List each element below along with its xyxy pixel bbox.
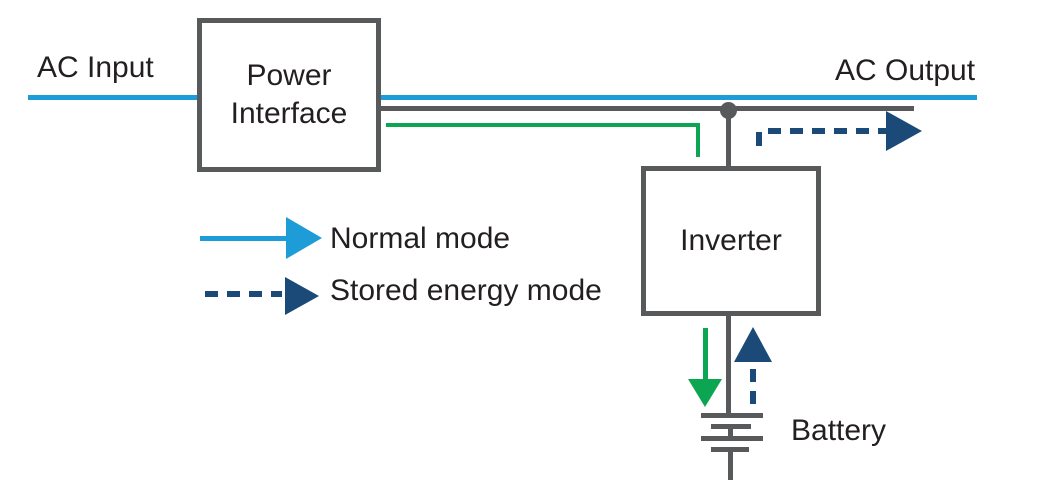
stored-path-arrowhead: [886, 111, 922, 151]
legend-stored-arrowhead: [285, 277, 319, 315]
junction-dot: [720, 102, 737, 119]
legend-normal-arrowhead: [286, 217, 322, 259]
battery-label: Battery: [791, 414, 887, 447]
battery-cell-connector: [728, 426, 733, 438]
battery-wire: [726, 314, 731, 416]
inverter-box: Inverter: [641, 166, 821, 316]
ac-line: [28, 95, 977, 100]
inverter-label: Inverter: [680, 224, 782, 257]
power-interface-box: Power Interface: [197, 18, 381, 172]
discharge-arrow-dashed-shaft: [750, 369, 756, 410]
charger-line-vertical: [696, 123, 700, 157]
battery-tail: [728, 449, 733, 480]
legend-normal-line: [200, 236, 287, 241]
battery-plate-long-1: [701, 413, 763, 418]
discharge-arrow-head: [734, 327, 772, 362]
charger-line-horizontal: [386, 123, 700, 127]
charge-arrow-shaft: [703, 328, 708, 380]
legend-stored-label: Stored energy mode: [330, 274, 602, 307]
legend-normal-label: Normal mode: [330, 222, 511, 255]
power-interface-label: Power Interface: [230, 59, 348, 130]
stored-path-corner-dash: [756, 132, 762, 146]
inverter-feed-line: [726, 110, 731, 168]
legend-stored-dashed-line: [205, 291, 282, 297]
stored-path-dashed-line: [768, 128, 886, 134]
output-bus-line: [378, 106, 914, 111]
ac-input-label: AC Input: [37, 51, 154, 84]
ac-output-label: AC Output: [835, 54, 976, 87]
battery-plate-long-2: [701, 436, 763, 441]
charge-arrow-head: [688, 379, 722, 407]
